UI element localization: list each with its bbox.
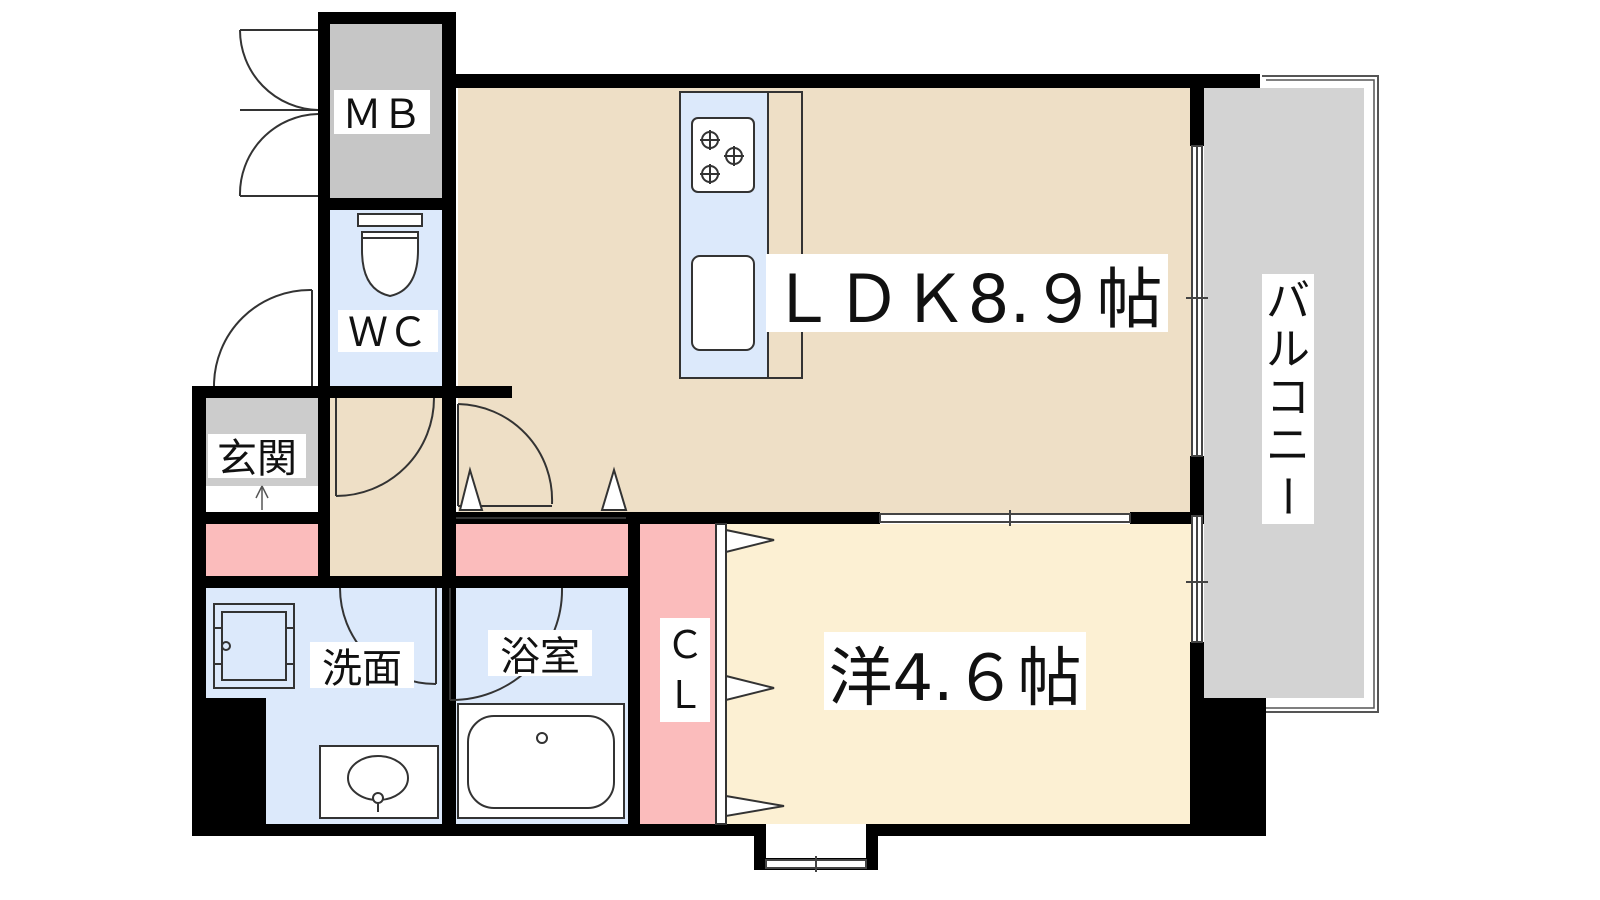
toilet-icon (357, 213, 423, 298)
label-balcony-5: ー (1261, 474, 1312, 518)
label-balcony-1: バ (1266, 276, 1310, 327)
label-yokushitsu: 浴室 (500, 634, 580, 680)
shoe-cabinet-icon (255, 485, 269, 510)
label-balcony-4: ニ (1266, 420, 1310, 471)
label-ldk: ＬＤＫ8.９帖 (770, 261, 1163, 338)
balcony-rail (1262, 75, 1379, 713)
label-balcony-2: ル (1266, 324, 1310, 375)
wash-basin-icon (319, 745, 439, 819)
label-western-room: 洋4.６帖 (828, 642, 1081, 716)
washing-machine-icon (213, 603, 295, 689)
storage-doors (456, 466, 628, 519)
label-wc: ＷＣ (348, 310, 428, 356)
hallway-floor (330, 394, 442, 576)
bathtub-icon (457, 703, 625, 819)
label-senmen: 洗面 (322, 646, 402, 692)
sink-icon (691, 255, 755, 351)
label-balcony-3: コ (1266, 372, 1310, 423)
closet-doors (715, 523, 785, 825)
kitchen-counter (679, 91, 803, 379)
label-mb: ＭＢ (342, 92, 422, 138)
storage-hall (456, 524, 628, 576)
storage-entrance (206, 524, 318, 576)
windows (765, 145, 1208, 872)
stove-icon (691, 117, 755, 193)
label-closet-c: Ｃ (666, 623, 704, 667)
label-closet-l: Ｌ (666, 673, 704, 717)
wc-door (335, 397, 435, 497)
label-genkan: 玄関 (217, 436, 297, 482)
walls (192, 12, 1266, 870)
double-door (238, 29, 319, 197)
entrance-door (213, 288, 313, 387)
